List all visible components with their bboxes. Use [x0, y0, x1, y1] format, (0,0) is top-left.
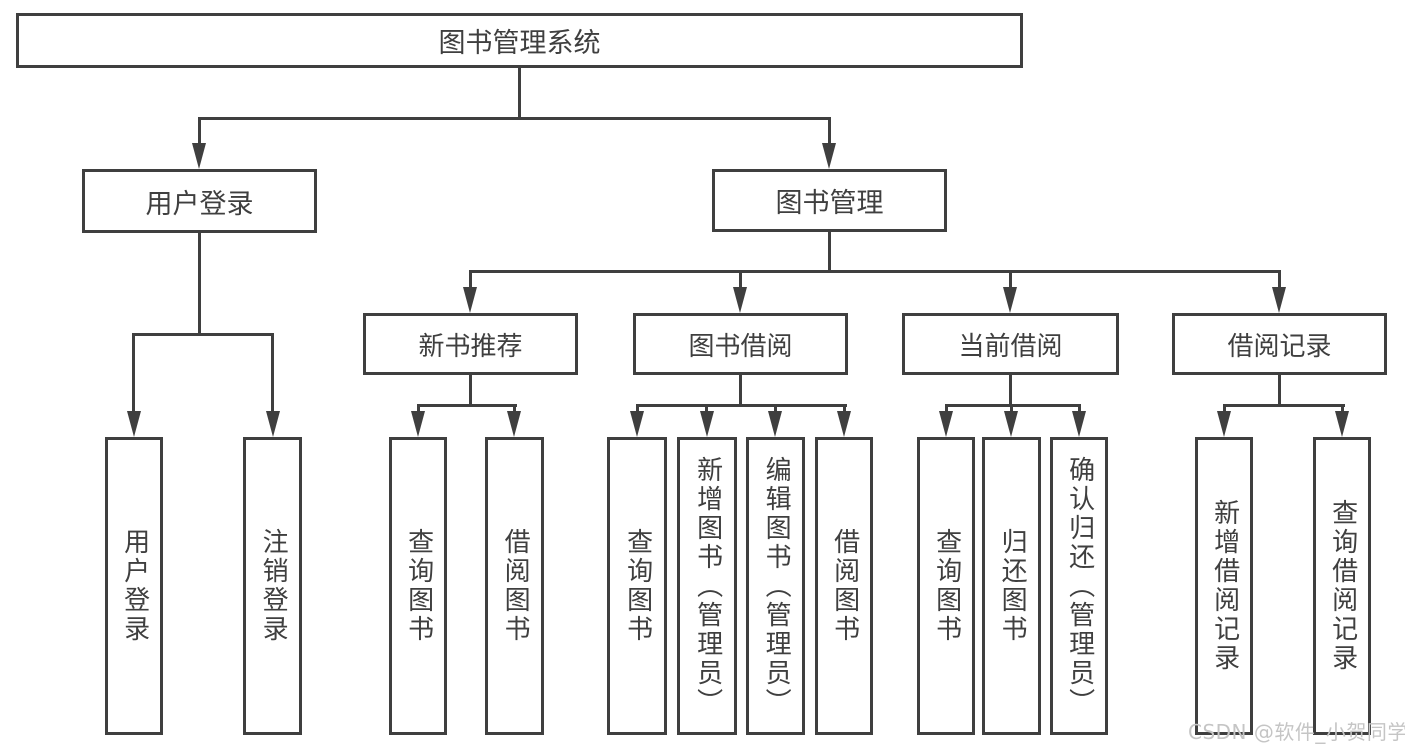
leaf-label: 新增借阅记录	[1209, 499, 1240, 673]
arrowhead	[1217, 411, 1231, 437]
leaf-query-borrow-record: 查询借阅记录	[1313, 437, 1371, 735]
arrowhead	[1072, 411, 1086, 437]
connector-line	[1009, 270, 1012, 290]
leaf-label: 确认归还（管理员）	[1064, 455, 1095, 717]
leaf-label: 编辑图书（管理员）	[761, 455, 792, 717]
csdn-watermark: CSDN @软件_小贺同学	[1188, 720, 1405, 744]
leaf-label: 归还图书	[997, 528, 1028, 644]
connector-line	[739, 375, 742, 407]
connector-line	[774, 404, 777, 414]
connector-line	[469, 375, 472, 407]
leaf-return-book: 归还图书	[982, 437, 1041, 735]
node-new-book-recommend: 新书推荐	[363, 313, 578, 375]
node-book-management: 图书管理	[712, 169, 947, 232]
connector-line	[1278, 375, 1281, 407]
leaf-label: 查询借阅记录	[1327, 499, 1358, 673]
arrowhead	[837, 411, 851, 437]
connector-line	[1009, 375, 1012, 407]
connector-line	[198, 117, 201, 147]
connector-line	[1341, 404, 1344, 414]
leaf-borrow-books: 借阅图书	[815, 437, 873, 735]
connector-line	[417, 404, 517, 407]
arrowhead	[266, 411, 280, 437]
node-root: 图书管理系统	[16, 13, 1023, 68]
arrowhead	[1335, 411, 1349, 437]
arrowhead	[463, 287, 477, 313]
connector-line	[132, 333, 274, 336]
leaf-query-books-current: 查询图书	[917, 437, 975, 735]
node-borrow-records: 借阅记录	[1172, 313, 1387, 375]
leaf-logout: 注销登录	[243, 437, 302, 735]
connector-line	[518, 68, 521, 118]
connector-line	[739, 270, 742, 290]
leaf-add-book-admin: 新增图书（管理员）	[677, 437, 737, 735]
connector-line	[828, 232, 831, 272]
arrowhead	[1272, 287, 1286, 313]
leaf-label: 新增图书（管理员）	[692, 455, 723, 717]
leaf-label: 查询图书	[622, 528, 653, 644]
leaf-label: 查询图书	[931, 528, 962, 644]
connector-line	[1223, 404, 1345, 407]
connector-line	[513, 404, 516, 414]
leaf-query-books-borrow: 查询图书	[607, 437, 667, 735]
leaf-edit-book-admin: 编辑图书（管理员）	[746, 437, 805, 735]
connector-line	[705, 404, 708, 414]
connector-line	[469, 270, 472, 290]
connector-line	[945, 404, 1081, 407]
connector-line	[1010, 404, 1013, 414]
leaf-label: 借阅图书	[500, 528, 531, 644]
leaf-label: 注销登录	[258, 528, 289, 644]
leaf-query-books-recommend: 查询图书	[389, 437, 447, 735]
connector-line	[828, 117, 831, 147]
connector-line	[1223, 404, 1226, 414]
arrowhead	[127, 411, 141, 437]
leaf-label: 借阅图书	[829, 528, 860, 644]
connector-line	[636, 404, 847, 407]
arrowhead	[1003, 287, 1017, 313]
connector-line	[132, 333, 135, 413]
arrowhead	[768, 411, 782, 437]
leaf-add-borrow-record: 新增借阅记录	[1195, 437, 1253, 735]
leaf-borrow-books-recommend: 借阅图书	[485, 437, 544, 735]
connector-line	[636, 404, 639, 414]
connector-line	[417, 404, 420, 414]
arrowhead	[700, 411, 714, 437]
leaf-label: 查询图书	[403, 528, 434, 644]
arrowhead	[507, 411, 521, 437]
arrowhead	[822, 143, 836, 169]
node-user-login: 用户登录	[82, 169, 317, 233]
node-current-borrow: 当前借阅	[902, 313, 1119, 375]
connector-line	[198, 117, 831, 120]
arrowhead	[192, 143, 206, 169]
arrowhead	[733, 287, 747, 313]
arrowhead	[1004, 411, 1018, 437]
connector-line	[945, 404, 948, 414]
leaf-user-login: 用户登录	[105, 437, 163, 735]
connector-line	[271, 333, 274, 413]
connector-line	[198, 233, 201, 335]
connector-line	[469, 270, 1281, 273]
arrowhead	[411, 411, 425, 437]
arrowhead	[630, 411, 644, 437]
connector-line	[843, 404, 846, 414]
leaf-label: 用户登录	[119, 528, 150, 644]
connector-line	[1278, 270, 1281, 290]
connector-line	[1078, 404, 1081, 414]
arrowhead	[939, 411, 953, 437]
leaf-confirm-return-admin: 确认归还（管理员）	[1050, 437, 1108, 735]
node-book-borrow: 图书借阅	[633, 313, 848, 375]
